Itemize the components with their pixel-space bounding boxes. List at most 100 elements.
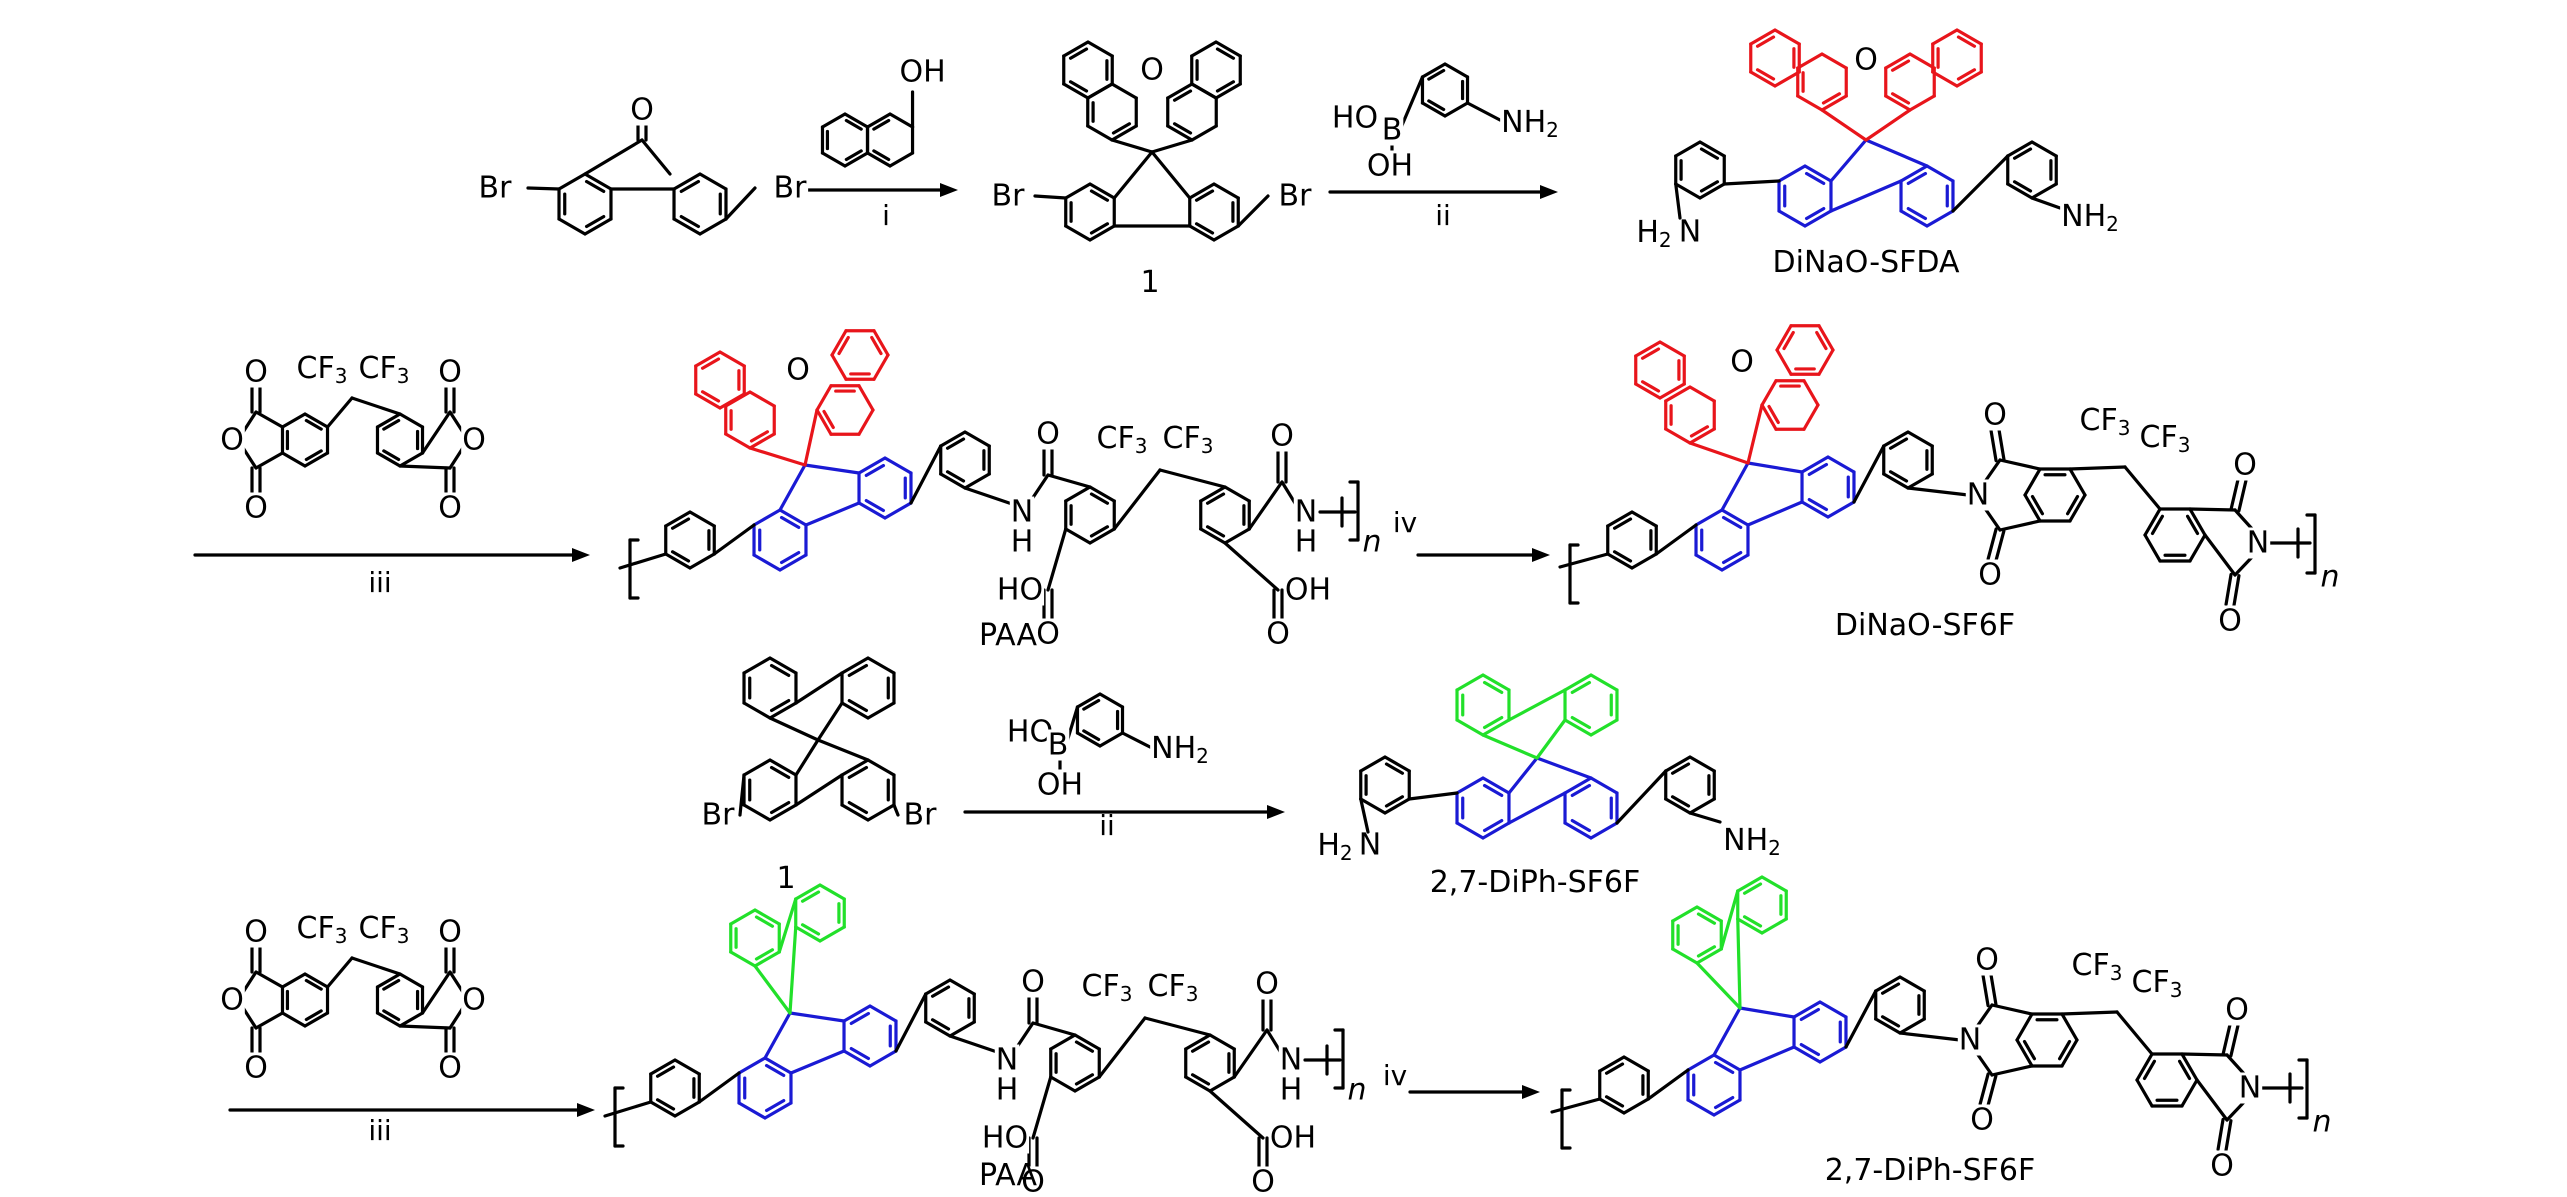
spiro-fluorene-ring (729, 950, 757, 968)
carboxyl-hydroxyl: HO (997, 573, 1043, 608)
fluorene-ring (1906, 171, 1928, 185)
phenyl-ring (655, 1065, 676, 1078)
cf3-group: CF3 (1082, 969, 1133, 1007)
bond (1112, 150, 1154, 200)
spiro-fluorene-ring (1589, 673, 1619, 692)
fluorene-ring (847, 800, 869, 815)
bond (1223, 541, 1280, 592)
naphthyl-ring (1166, 82, 1194, 100)
xanthene-ring (1815, 330, 1828, 351)
naphthyl-ring (1190, 82, 1218, 100)
fluorene-ring (737, 1056, 767, 1075)
naphthyl-ring (1166, 124, 1194, 142)
bond (1481, 733, 1539, 760)
phenyl-ring (664, 552, 692, 570)
aniline-ring (1383, 755, 1411, 773)
xanthene-ring (1640, 380, 1661, 393)
benzene-ring (2188, 533, 2207, 563)
amide-nitrogen: N (1295, 495, 1317, 530)
boron-atom: B (1048, 728, 1069, 763)
aniline-ring (1670, 762, 1691, 775)
aminophenyl-ring (1098, 692, 1125, 709)
phenyl-ring (1598, 1055, 1626, 1073)
phenyl-ring (664, 510, 692, 528)
xanthene-ring (830, 353, 848, 381)
bond (420, 970, 452, 1015)
carbonyl-oxygen: O (1021, 965, 1045, 1000)
carbonyl-oxygen: O (2233, 448, 2257, 483)
fluorene-ring (1212, 224, 1240, 242)
spiro-fluorene-ring (1742, 915, 1763, 928)
xanthene-ring (1773, 70, 1801, 88)
label-knockout (1009, 496, 1035, 528)
label-knockout (785, 354, 811, 386)
benzene-ring (1049, 1075, 1077, 1093)
bond (697, 1071, 741, 1104)
fluorene-ring (752, 508, 782, 527)
spiro-fluorene-ring (753, 950, 781, 968)
bond (1046, 527, 1068, 592)
label-knockout (2130, 966, 2184, 1000)
aniline-ring (1670, 795, 1691, 808)
condition-iv-row4: iv (1383, 1059, 1407, 1092)
bond (712, 523, 756, 556)
fluorene-ring (1694, 508, 1724, 527)
aniline-ring (924, 978, 952, 996)
carbonyl-bond (2232, 574, 2241, 608)
label-knockout (1139, 54, 1165, 86)
aminophenyl-ring (1420, 101, 1447, 118)
fluorene-ring (857, 456, 887, 475)
xanthene-ring (1821, 92, 1842, 105)
benzene-ring (2178, 1059, 2192, 1081)
fluorene-ring (1713, 1060, 1735, 1075)
label-knockout (1974, 944, 2000, 976)
aniline-ring (930, 985, 951, 998)
xanthene-ring (872, 353, 890, 381)
bond (1864, 138, 1929, 168)
carbonyl-oxygen: O (1251, 1165, 1275, 1197)
bond (963, 486, 1017, 507)
benzene-ring (2135, 1052, 2154, 1082)
spiro-fluorene-ring (1696, 912, 1717, 925)
amino-group: NH2 (1723, 823, 1781, 861)
phenyl-ring (1612, 550, 1633, 563)
aminophenyl-ring (1427, 68, 1446, 81)
fluorene-ring (1799, 1007, 1821, 1022)
boron-atom: B (1382, 113, 1403, 148)
label-knockout (243, 356, 269, 388)
xanthene-ring (1755, 35, 1776, 48)
aniline-ring (1880, 982, 1901, 995)
label-knockout (2217, 605, 2243, 637)
aniline-ring (1874, 1017, 1902, 1035)
aminophenyl-ring (1075, 731, 1102, 748)
aniline-ring (1699, 147, 1720, 160)
fluorene-ring (840, 803, 870, 822)
fluorene-ring (868, 1004, 898, 1023)
anhydride-oxygen: O (220, 423, 244, 458)
ring-bond (382, 449, 401, 462)
condition-iii: iii (368, 566, 391, 599)
bond (1820, 108, 1868, 142)
naphthyl-ring (1086, 40, 1114, 58)
fluorene-ring (1807, 498, 1829, 512)
label-knockout (2245, 527, 2271, 559)
xanthene-ring (1802, 403, 1820, 431)
bond (1158, 468, 1227, 489)
label-knockout (1635, 216, 1673, 250)
ring-bond (398, 972, 425, 989)
benzene-ring (1064, 527, 1092, 545)
fluorene-ring (1826, 455, 1856, 474)
label-knockout (902, 799, 939, 831)
xanthene-ring (830, 329, 848, 357)
compound-1-label: 1 (1140, 265, 1159, 300)
label-knockout (1722, 824, 1782, 858)
label-knockout (1278, 1074, 1304, 1106)
xanthene-ring (1749, 70, 1777, 88)
bond (420, 410, 452, 455)
compound-name-diph-sf6f: 2,7-DiPh-SF6F (1825, 1153, 2036, 1188)
fluorene-ring (849, 1011, 871, 1026)
benzene-ring (1199, 485, 1227, 503)
bond (1829, 179, 1903, 213)
bond (1646, 1068, 1690, 1101)
aminophenyl-ring (1443, 101, 1470, 118)
